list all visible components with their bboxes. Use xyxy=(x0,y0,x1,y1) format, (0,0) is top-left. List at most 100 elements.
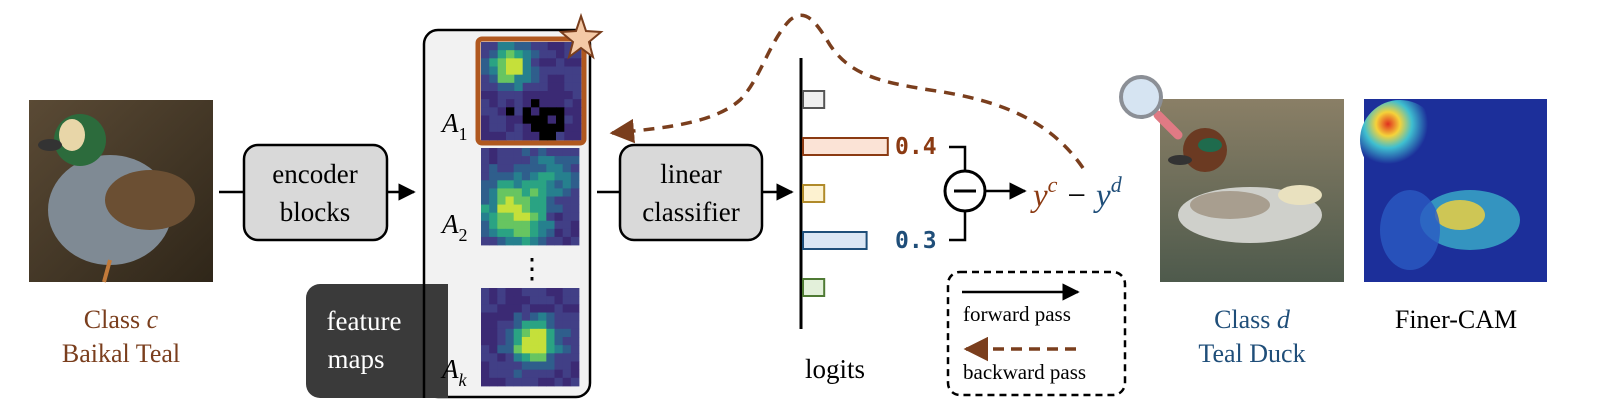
heatmap-cell xyxy=(538,304,547,313)
heatmap-cell xyxy=(521,156,531,165)
heatmap-cell xyxy=(538,228,547,238)
heatmap-cell xyxy=(554,236,564,246)
heatmap-cell xyxy=(481,99,490,108)
heatmap-cell xyxy=(489,304,498,313)
heatmap-cell xyxy=(562,345,572,354)
heatmap-cell xyxy=(530,304,539,313)
heatmap-cell xyxy=(521,377,531,387)
heatmap-cell xyxy=(497,123,507,133)
heatmap-cell xyxy=(562,369,572,379)
heatmap-cell xyxy=(497,288,506,297)
heatmap-cell xyxy=(546,304,555,313)
heatmap-cell xyxy=(538,320,547,330)
heatmap-cell xyxy=(531,42,540,51)
heatmap-cell xyxy=(554,172,564,181)
heatmap-cell xyxy=(481,236,490,246)
heatmap-cell xyxy=(514,91,524,100)
heatmap-cell xyxy=(562,288,572,297)
heatmap-cell xyxy=(530,296,539,305)
heatmap-cell xyxy=(556,74,565,84)
heatmap-cell xyxy=(481,188,490,197)
feature-maps-tag xyxy=(306,284,446,398)
heatmap-cell xyxy=(530,148,539,157)
heatmap-cell xyxy=(497,320,506,330)
heatmap-cell xyxy=(521,353,531,362)
heatmap-cell xyxy=(489,156,498,165)
heatmap-cell xyxy=(554,196,564,205)
heatmap-cell xyxy=(481,107,490,116)
heatmap-cell xyxy=(539,115,549,125)
feature-map-a2 xyxy=(481,148,580,246)
heatmap-cell xyxy=(513,296,523,305)
heatmap-cell xyxy=(531,123,540,133)
heatmap-cell xyxy=(546,228,555,238)
heatmap-cell xyxy=(570,353,580,362)
logit-value-label: 0.4 xyxy=(895,134,937,160)
heatmap-cell xyxy=(554,156,564,165)
heatmap-cell xyxy=(530,156,539,165)
heatmap-cell xyxy=(506,131,515,141)
heatmap-cell xyxy=(546,353,555,362)
heatmap-cell xyxy=(497,345,506,354)
heatmap-cell xyxy=(481,74,490,84)
heatmap-cell xyxy=(489,345,498,354)
heatmap-cell xyxy=(522,91,532,100)
heatmap-cell xyxy=(481,304,490,313)
heatmap-cell xyxy=(513,320,523,330)
heatmap-cell xyxy=(521,361,531,371)
heatmap-cell xyxy=(562,377,572,387)
heatmap-cell xyxy=(554,164,564,173)
heatmap-cell xyxy=(481,288,490,297)
heatmap-cell xyxy=(497,74,507,84)
heatmap-cell xyxy=(522,123,532,133)
heatmap-cell xyxy=(554,220,564,230)
logit-bars: 0.40.3 xyxy=(802,90,937,297)
heatmap-cell xyxy=(521,369,531,379)
heatmap-cell xyxy=(538,288,547,297)
heatmap-cell xyxy=(570,312,580,322)
heatmap-cell xyxy=(505,156,515,165)
input-image xyxy=(29,100,213,283)
heatmap-cell xyxy=(497,107,507,116)
heatmap-cell xyxy=(505,369,515,379)
heatmap-cell xyxy=(521,180,531,189)
heatmap-cell xyxy=(489,320,498,330)
heatmap-cell xyxy=(522,50,532,59)
heatmap-cell xyxy=(497,377,506,387)
heatmap-cell xyxy=(539,50,549,59)
heatmap-cell xyxy=(530,328,539,338)
heatmap-cell xyxy=(564,99,574,108)
heatmap-cell xyxy=(538,156,547,165)
heatmap-cell xyxy=(572,74,582,84)
heatmap-cell xyxy=(530,212,539,222)
heatmap-cell xyxy=(513,164,523,173)
heatmap-cell xyxy=(570,180,580,189)
heatmap-cell xyxy=(547,107,557,116)
heatmap-cell xyxy=(547,115,557,125)
magnifier-icon xyxy=(1119,75,1183,140)
heatmap-cell xyxy=(554,328,564,338)
logit-difference: yc−yd xyxy=(1030,172,1123,214)
heatmap-cell xyxy=(513,345,523,354)
heatmap-cell xyxy=(547,50,557,59)
heatmap-cell xyxy=(522,99,532,108)
heatmap-cell xyxy=(554,148,564,157)
heatmap-cell xyxy=(489,212,498,222)
heatmap-cell xyxy=(556,107,565,116)
heatmap-cell xyxy=(481,337,490,346)
heatmap-cell xyxy=(506,42,515,51)
input-class-label: Class c xyxy=(84,305,159,334)
heatmap-cell xyxy=(506,123,515,133)
logit-bar xyxy=(802,278,826,297)
heatmap-cell xyxy=(513,369,523,379)
heatmap-cell xyxy=(538,337,547,346)
heatmap-cell xyxy=(546,236,555,246)
heatmap-cell xyxy=(506,50,515,59)
heatmap-cell xyxy=(564,42,574,51)
heatmap-cell xyxy=(530,345,539,354)
heatmap-cell xyxy=(489,99,499,108)
logit-bar xyxy=(802,184,826,203)
heatmap-cell xyxy=(546,377,555,387)
heatmap-cell xyxy=(481,296,490,305)
heatmap-cell xyxy=(538,148,547,157)
